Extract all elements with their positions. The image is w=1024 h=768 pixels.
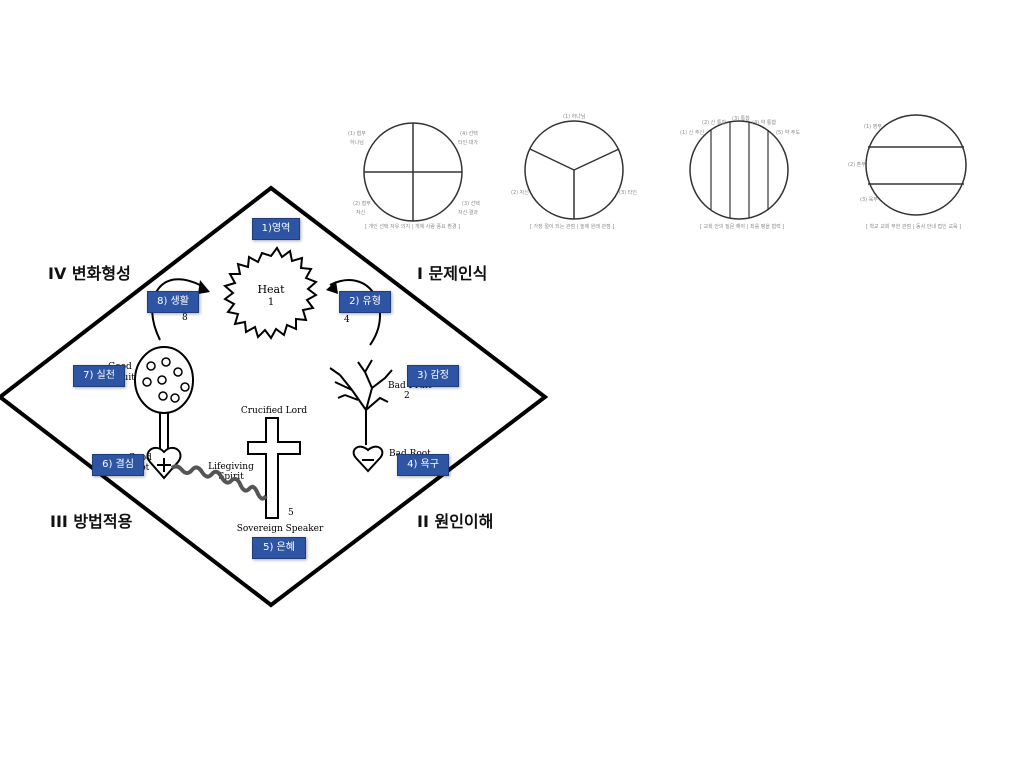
c4-bot: (3) 육부 [860, 197, 878, 203]
cross-number: 5 [288, 508, 294, 518]
bad-fruit-number: 2 [404, 391, 410, 401]
spirit-wave-line [170, 464, 268, 501]
c3-caption: [ 교회 안의 질문 해야 | 죄를 평을 협력 ] [700, 223, 784, 230]
quadrant-2-title: II 원인이해 [417, 512, 494, 531]
step-5-badge: 5) 은혜 [252, 537, 306, 559]
circle-1-labels: (1) 협부 하나님 (4) 선택 타인·대가 (2) 협부 자신 (3) 선택… [348, 130, 480, 230]
circle-diagram-3 [689, 120, 789, 220]
c4-top: (1) 영부 [864, 123, 882, 130]
c3-t1: (1) 신 주신 [680, 129, 704, 136]
left-cycle-arrow: 8 [151, 278, 210, 341]
c1-bot-left-1: (2) 협부 [353, 200, 371, 207]
cross-drawing: Crucified Lord 5 Sovereign Speaker Lifeg… [208, 406, 324, 534]
step-8-badge: 8) 생활 [147, 291, 199, 313]
c1-top-right-2: 타인·대가 [458, 139, 478, 146]
step-7-badge: 7) 실천 [73, 365, 125, 387]
step-6-badge: 6) 결심 [92, 454, 144, 476]
heat-label: Heat [257, 283, 285, 296]
c1-bot-right-1: (3) 선택 [462, 200, 480, 207]
c4-mid: (2) 혼부 [848, 161, 866, 168]
step8-number: 8 [182, 313, 188, 323]
quadrant-1-title: I 문제인식 [417, 264, 488, 283]
circle-diagram-1 [363, 122, 463, 222]
circle-2-labels: (1) 하나님 (2) 자신 (3) 타인 [ 가장 절이 되는 관점 | 높에… [511, 113, 637, 230]
lifegiving-label-1: Lifegiving [208, 462, 254, 472]
c3-t3: (3) 통합 [732, 115, 750, 122]
c1-top-left-1: (1) 협부 [348, 130, 366, 137]
step-3-badge: 3) 감정 [407, 365, 459, 387]
c4-caption: [ 학교 교회 부한 관점 | 동서 안내 접인 교육 ] [866, 223, 961, 230]
step-1-badge: 1)영역 [252, 218, 300, 240]
circle-diagram-4 [865, 114, 967, 216]
step-2-badge: 2) 유형 [339, 291, 391, 313]
quadrant-4-title: IV 변화형성 [48, 264, 131, 283]
c1-caption: [ 개인 선택 자유 의지 | 개체 사람 풍요 환경 ] [365, 223, 460, 230]
c2-top: (1) 하나님 [563, 113, 585, 120]
circle-3-labels: (1) 신 주신 (2) 신 통합 (3) 통합 (4) 약 통합 (5) 약 … [680, 115, 800, 230]
c1-bot-right-2: 자신·결과 [458, 209, 478, 216]
c1-bot-left-2: 자신 [356, 209, 366, 216]
c3-t2: (2) 신 통합 [702, 119, 726, 126]
c2-right: (3) 타인 [619, 189, 637, 196]
circle-4-labels: (1) 영부 (2) 혼부 (3) 육부 [ 학교 교회 부한 관점 | 동서 … [848, 123, 961, 230]
c2-caption: [ 가장 절이 되는 관점 | 높에 원래 관점 ] [530, 223, 614, 230]
diamond-frame [0, 185, 549, 608]
crucified-lord-label: Crucified Lord [241, 406, 308, 416]
c3-t5: (5) 약 주도 [776, 129, 800, 136]
c1-top-right-1: (4) 선택 [460, 130, 478, 137]
sun-heat-drawing: Heat 1 [222, 246, 318, 340]
c1-top-left-2: 하나님 [350, 139, 364, 146]
c2-left: (2) 자신 [511, 189, 529, 196]
step-4-badge: 4) 욕구 [397, 454, 449, 476]
heat-number: 1 [268, 297, 274, 308]
quadrant-3-title: III 방법적용 [50, 512, 133, 531]
sovereign-speaker-label: Sovereign Speaker [237, 524, 324, 534]
step4-number: 4 [344, 315, 350, 325]
circle-diagram-2 [524, 120, 624, 220]
lifegiving-label-2: Spirit [218, 472, 244, 482]
c3-t4: (4) 약 통합 [752, 119, 776, 126]
